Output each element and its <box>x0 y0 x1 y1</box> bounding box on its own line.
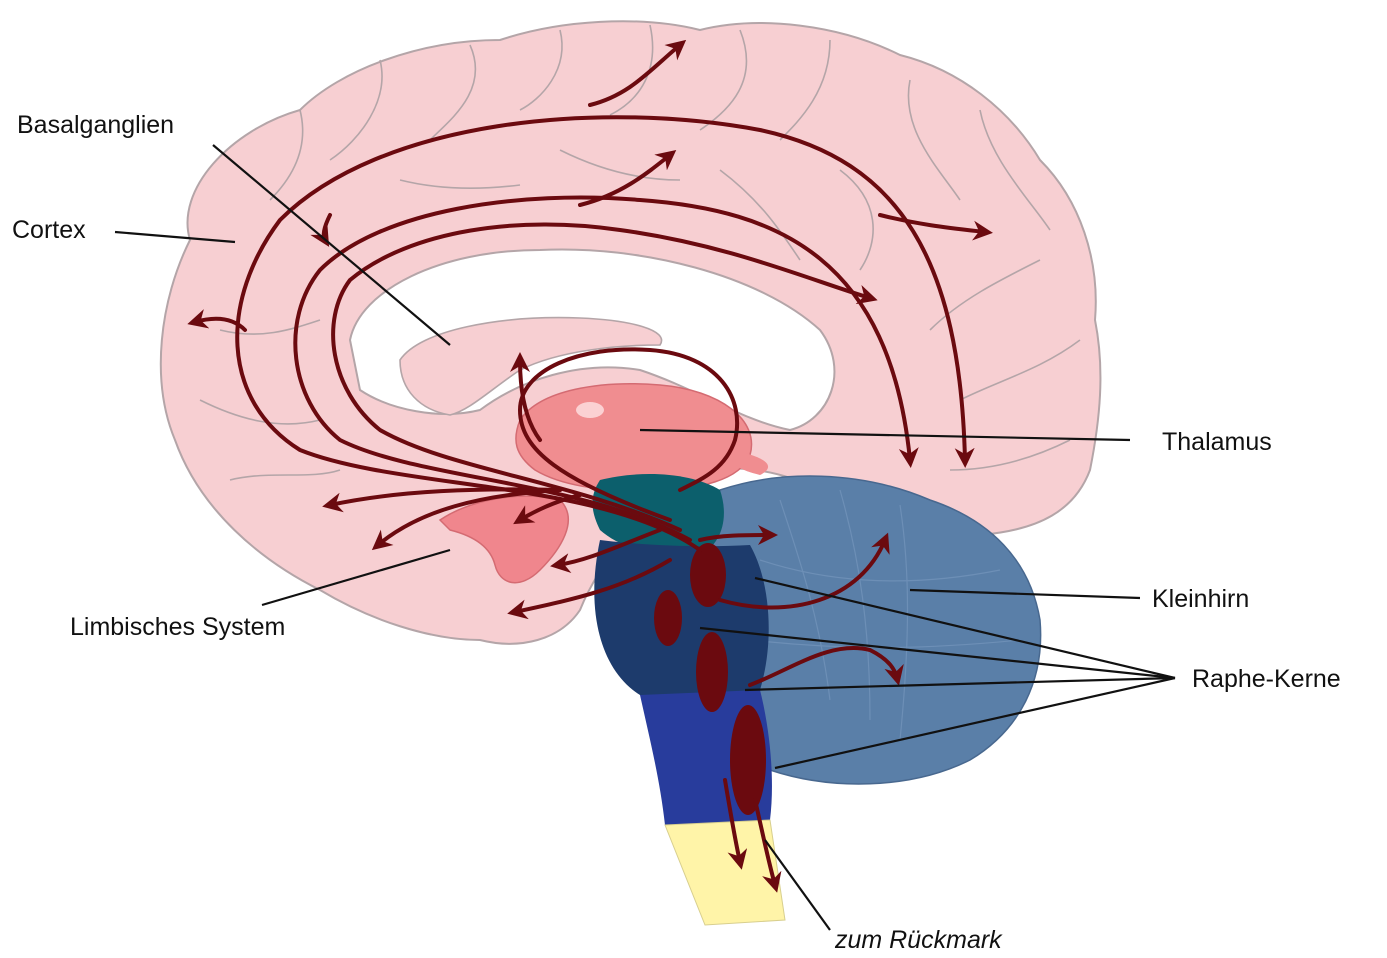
label-cortex: Cortex <box>12 218 86 243</box>
label-limbisches-system: Limbisches System <box>70 615 285 640</box>
thalamus-region <box>516 384 752 491</box>
label-thalamus: Thalamus <box>1162 430 1272 455</box>
label-basalganglien: Basalganglien <box>17 113 174 138</box>
thalamus-highlight <box>576 402 604 418</box>
spinal-cord-region <box>665 820 785 925</box>
label-zum-rueckmark: zum Rückmark <box>835 928 1002 953</box>
label-kleinhirn: Kleinhirn <box>1152 587 1249 612</box>
label-raphe-kerne: Raphe-Kerne <box>1192 667 1341 692</box>
